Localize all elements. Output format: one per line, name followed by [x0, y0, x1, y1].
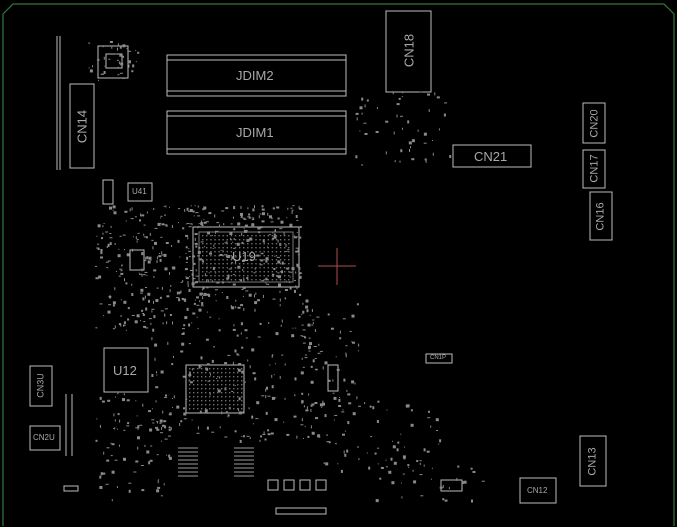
cn12-connector — [519, 477, 557, 504]
cn3u-connector — [29, 365, 53, 407]
jdim2-label: JDIM2 — [236, 68, 274, 83]
cn20-connector — [582, 102, 606, 144]
u41-chip — [127, 182, 153, 202]
cn1p-connector — [425, 353, 453, 364]
cn18-connector — [385, 10, 432, 93]
jdim2-slot — [166, 54, 347, 97]
cn2u-label: CN2U — [33, 433, 55, 442]
cn3u-label: CN3U — [35, 373, 46, 398]
u19-label: U19 — [232, 249, 256, 264]
cn14-label: CN14 — [74, 109, 90, 144]
cn21-connector — [452, 144, 532, 168]
cn13-connector — [579, 435, 607, 487]
cn17-label: CN17 — [588, 154, 601, 183]
jdim1-label: JDIM1 — [236, 125, 274, 140]
cn12-label: CN12 — [527, 486, 548, 495]
cn1p-label: CN1P — [430, 355, 447, 361]
cn17-connector — [582, 149, 606, 189]
bga-chip — [185, 364, 245, 414]
cn2u-connector — [29, 425, 61, 451]
crosshair-marker — [318, 248, 356, 285]
cn20-label: CN20 — [588, 109, 601, 138]
jdim1-slot — [166, 110, 347, 155]
cn16-connector — [589, 191, 613, 241]
cn16-label: CN16 — [594, 202, 607, 231]
u12-chip — [103, 347, 149, 393]
u12-label: U12 — [113, 363, 137, 378]
cn14-connector — [69, 83, 95, 169]
cn21-label: CN21 — [474, 149, 508, 164]
cn13-label: CN13 — [586, 447, 599, 476]
board-outline — [2, 3, 675, 526]
cn18-label: CN18 — [401, 33, 417, 68]
u41-label: U41 — [132, 187, 147, 196]
